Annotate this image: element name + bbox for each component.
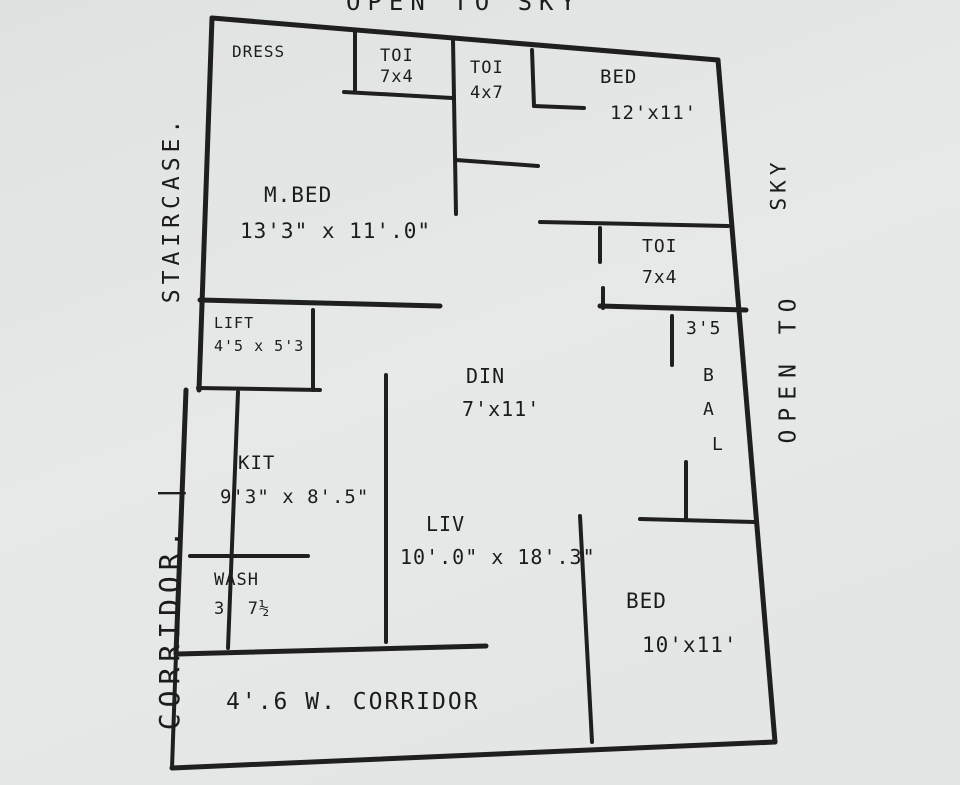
wall-dress-toilet-bottom [342,90,454,100]
room-lift-size: 4'5 x 5'3 [214,336,305,355]
room-bed-top-size: 12'x11' [610,101,698,124]
room-toilet-master: TOI 7x4 [380,46,414,89]
outer-wall-bottom [169,739,778,771]
room-balcony-letter-3: L [712,433,724,455]
room-master-bed-size: 13'3" x 11'.0" [240,219,432,244]
wall-toilet-pair-divider [451,38,458,216]
room-bed-bottom: BED 10'x11' [626,588,738,659]
wall-kitchen-hatch [226,390,240,650]
room-living-size: 10'.0" x 18'.3" [400,545,596,569]
room-corridor-name: 4'.6 W. CORRIDOR [226,689,480,715]
wall-bed-bottom-left [578,514,594,744]
room-balcony-size: 3'5 [686,318,722,339]
room-dining-name: DIN [466,364,506,388]
room-dress-name: DRESS [232,42,286,61]
outer-wall-left-middle [173,387,189,657]
room-dress: DRESS [232,42,285,62]
wall-bed-top-left [530,48,536,108]
wall-corridor-top [175,643,489,657]
label-open-to-sky-top: OPEN TO SKY [346,0,582,16]
room-wash: WASH 3' 7½ [214,570,270,621]
room-bed-bottom-size: 10'x11' [642,633,738,658]
room-wash-name: WASH [214,570,259,590]
wall-master-bed-bottom [197,297,443,309]
room-balcony-letter-2: A [703,399,715,421]
room-toilet-right-name: TOI [642,236,678,257]
outer-wall-right [715,57,778,745]
room-toilet-right: TOI 7x4 [642,236,678,289]
room-toilet-right-size: 7x4 [642,266,678,288]
room-bed-top: BED 12'x11' [600,66,697,126]
room-balcony-letters: B A L [694,364,724,457]
room-bed-bottom-name: BED [626,589,667,613]
label-sky-right: SKY [766,157,791,211]
room-toilet-small-name: TOI [470,58,504,78]
room-kitchen-name: KIT [238,452,276,474]
room-lift: LIFT 4'5 x 5'3 [214,314,304,356]
room-toilet-master-name: TOI [380,46,414,66]
room-kitchen-size: 9'3" x 8'.5" [220,485,370,508]
room-wash-size: 3' 7½ [214,599,271,620]
room-balcony: 3'5 [686,318,722,341]
wall-toilet-right-bottom [597,303,749,313]
wall-balcony-bottom [638,517,756,524]
room-living-name: LIV [426,512,466,536]
wall-bed-top-door-stub [532,104,586,110]
room-bed-top-name: BED [600,66,638,88]
label-staircase: STAIRCASE. [159,114,186,304]
room-living: LIV 10'.0" x 18'.3" [400,512,596,570]
wall-lift-bottom [196,386,322,392]
room-dining: DIN 7'x11' [462,364,540,422]
outer-wall-top [209,15,721,63]
label-open-to-right: OPEN TO [775,290,802,444]
wall-bed-top-bottom [538,220,730,228]
label-corridor-side: CORRIDOR. | [153,478,187,731]
room-balcony-letter-1: B [703,365,715,386]
room-dining-size: 7'x11' [462,397,541,421]
room-lift-name: LIFT [214,314,255,332]
room-toilet-small-size: 4x7 [470,83,504,104]
outer-wall-left-bottom [170,652,178,770]
room-kitchen: KIT 9'3" x 8'.5" [220,452,369,510]
room-master-bed: M.BED 13'3" x 11'.0" [240,182,431,245]
room-corridor: 4'.6 W. CORRIDOR [226,688,480,717]
room-master-bed-name: M.BED [264,183,333,207]
room-toilet-master-size: 7x4 [380,67,414,88]
wall-toilet-small-bottom [454,158,540,168]
outer-wall-left-top [196,15,215,393]
room-toilet-small: TOI 4x7 [470,58,504,105]
